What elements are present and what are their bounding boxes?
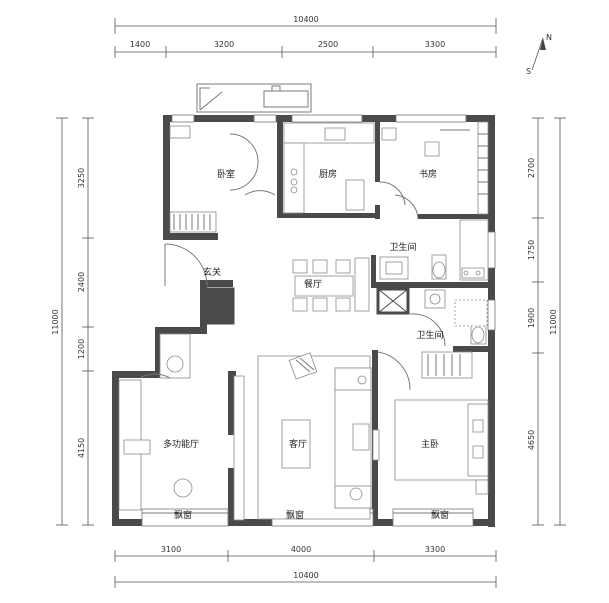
balcony <box>196 83 312 113</box>
label-foyer: 玄关 <box>203 266 221 278</box>
foyer-door <box>164 243 208 287</box>
top-total-dim: 10400 <box>293 15 318 24</box>
label-bay3: 飘窗 <box>431 509 449 521</box>
top-dim-4: 3300 <box>425 40 445 49</box>
left-dim-3: 1200 <box>77 339 86 359</box>
bottom-dimensions: 3100 4000 3300 10400 <box>114 545 497 588</box>
study-furniture <box>381 121 489 220</box>
label-multi: 多功能厅 <box>163 438 199 450</box>
label-master: 主卧 <box>421 438 439 450</box>
compass-south: S <box>526 67 531 76</box>
left-dim-1: 3250 <box>77 168 86 188</box>
multi-furniture <box>118 333 245 521</box>
top-dim-2: 3200 <box>214 40 234 49</box>
label-bay2: 飘窗 <box>286 509 304 521</box>
right-dim-3: 1900 <box>527 308 536 328</box>
compass-north: N <box>546 33 552 42</box>
bath2-fixtures <box>409 289 488 347</box>
compass-icon: N S <box>526 33 552 76</box>
label-kitchen: 厨房 <box>319 168 337 180</box>
top-dimensions: 10400 1400 3200 2500 3300 <box>114 15 497 58</box>
master-furniture <box>377 351 489 495</box>
left-dim-2: 2400 <box>77 272 86 292</box>
left-total-dim: 11000 <box>51 309 60 334</box>
label-dining: 餐厅 <box>304 278 322 290</box>
left-dim-4: 4150 <box>77 438 86 458</box>
label-living: 客厅 <box>289 438 307 450</box>
label-study: 书房 <box>419 168 437 180</box>
bottom-total-dim: 10400 <box>293 571 318 580</box>
label-bath1: 卫生间 <box>389 241 416 253</box>
right-dimensions: 2700 1750 1900 4650 11000 <box>527 117 566 526</box>
bath1-fixtures <box>379 219 489 281</box>
left-dimensions: 11000 3250 2400 1200 4150 <box>51 117 94 526</box>
top-dim-3: 2500 <box>318 40 338 49</box>
label-bath2: 卫生间 <box>416 329 443 341</box>
bedroom-furniture <box>169 125 276 233</box>
dining-table <box>292 257 370 312</box>
bottom-dim-3: 3300 <box>425 545 445 554</box>
right-dim-2: 1750 <box>527 240 536 260</box>
top-dim-1: 1400 <box>130 40 150 49</box>
right-dim-1: 2700 <box>527 158 536 178</box>
bottom-dim-1: 3100 <box>161 545 181 554</box>
kitchen-fixtures <box>283 122 406 214</box>
living-furniture <box>257 352 380 520</box>
label-bay1: 飘窗 <box>174 509 192 521</box>
right-total-dim: 11000 <box>549 309 558 334</box>
right-dim-4: 4650 <box>527 430 536 450</box>
room-labels: 卧室 厨房 书房 卫生间 玄关 餐厅 卫生间 客厅 多功能厅 主卧 飘窗 飘窗 … <box>163 168 449 521</box>
label-bedroom: 卧室 <box>217 168 235 180</box>
bottom-dim-2: 4000 <box>291 545 311 554</box>
